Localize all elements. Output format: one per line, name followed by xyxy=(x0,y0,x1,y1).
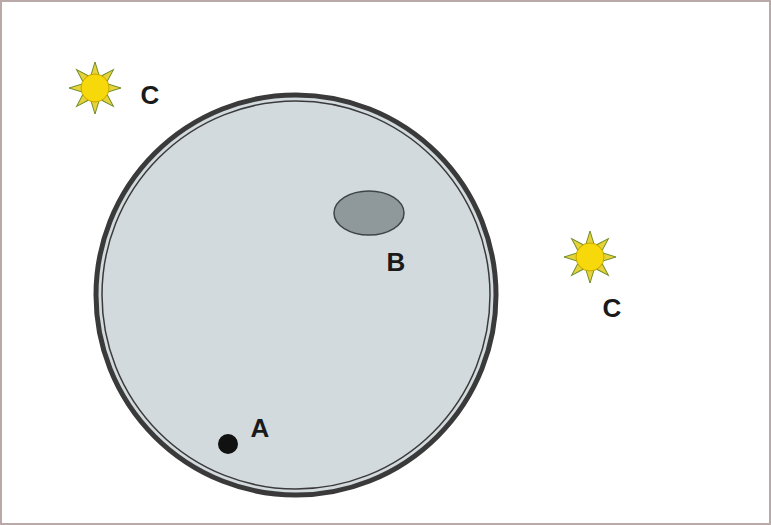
light-source xyxy=(69,62,121,114)
organelle-b xyxy=(334,191,404,235)
part-letter: B xyxy=(387,249,406,275)
part-letter: A xyxy=(251,415,270,441)
part-letter: C xyxy=(603,295,622,321)
light-source xyxy=(564,231,616,283)
cell-membrane xyxy=(96,95,496,495)
part-letter: C xyxy=(141,82,160,108)
cell-membrane-inner xyxy=(102,101,490,489)
particle-a xyxy=(218,434,238,454)
